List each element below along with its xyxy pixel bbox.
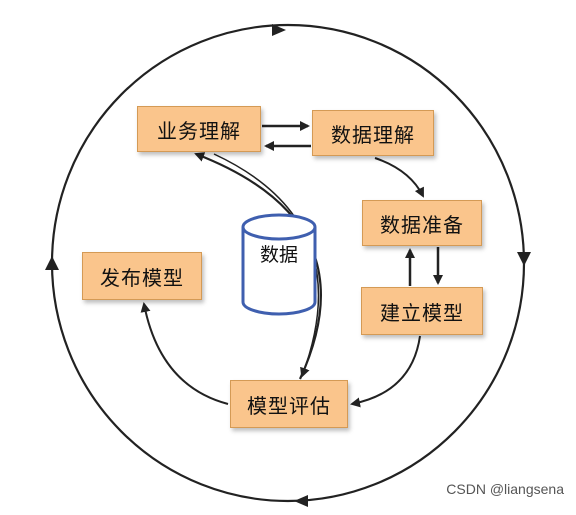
outer-cycle-arrow-right — [517, 252, 531, 266]
outer-cycle-arrow-top — [272, 24, 286, 36]
node-evaluation: 模型评估 — [230, 380, 348, 428]
outer-cycle-arrow-bottom — [294, 495, 308, 507]
database-cylinder-icon — [241, 213, 317, 316]
outer-cycle-arrow-left — [45, 256, 59, 270]
arrow-data-understanding-to-preparation — [374, 157, 424, 198]
node-data-preparation: 数据准备 — [362, 200, 482, 246]
arrow-evaluation-to-deployment — [140, 302, 229, 405]
database-label: 数据 — [259, 244, 298, 266]
node-deployment: 发布模型 — [82, 252, 202, 300]
node-modeling: 建立模型 — [361, 287, 483, 335]
watermark: CSDN @liangsena — [446, 481, 564, 497]
arrow-modeling-to-evaluation — [350, 335, 421, 408]
node-business-understanding: 业务理解 — [137, 106, 261, 152]
node-data-understanding: 数据理解 — [312, 110, 434, 156]
